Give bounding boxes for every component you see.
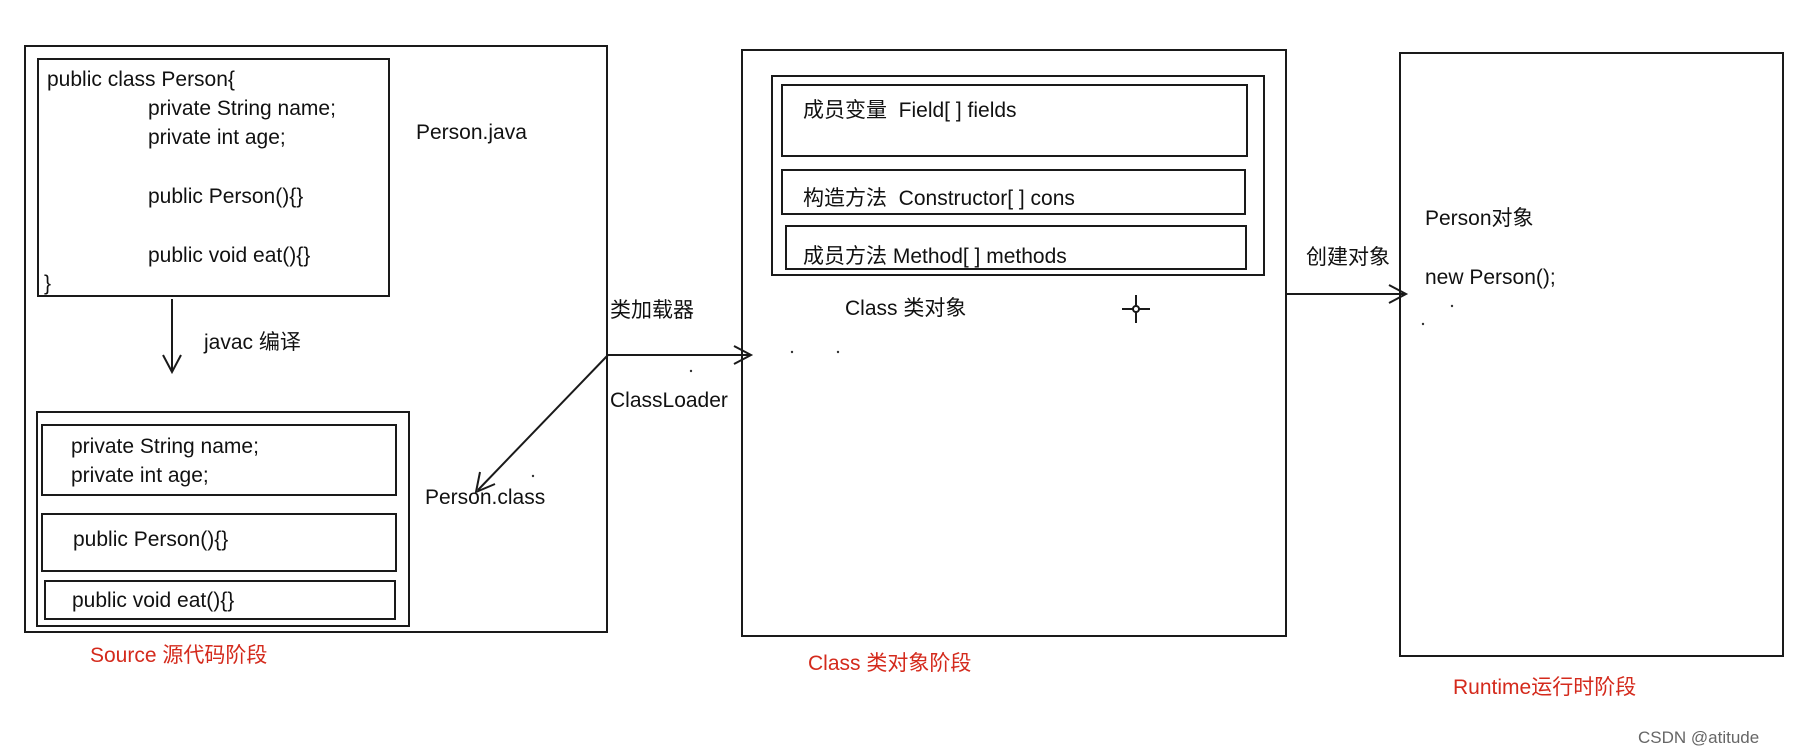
class-stage-caption: Class 类对象阶段 bbox=[808, 652, 972, 675]
person-class-label: Person.class bbox=[425, 486, 546, 509]
class-file-method-box bbox=[44, 580, 396, 620]
javac-compile-label: javac 编译 bbox=[204, 331, 301, 354]
class-file-method: public void eat(){} bbox=[72, 589, 235, 612]
fields-box bbox=[781, 84, 1248, 157]
person-class-arrow bbox=[477, 354, 609, 491]
class-loader-en-label: ClassLoader bbox=[610, 389, 728, 412]
person-class-arrow-head bbox=[474, 471, 496, 494]
class-file-constructor: public Person(){} bbox=[73, 528, 229, 551]
code-line-method: public void eat(){} bbox=[148, 244, 311, 267]
class-loader-cn-label: 类加载器 bbox=[610, 299, 694, 322]
person-java-label: Person.java bbox=[416, 121, 527, 144]
fields-label: 成员变量 Field[ ] fields bbox=[803, 99, 1017, 122]
runtime-stage-box bbox=[1399, 52, 1784, 657]
class-loader-arrow-head bbox=[733, 345, 754, 365]
create-object-arrow-head bbox=[1388, 284, 1409, 304]
speck-dot bbox=[689, 369, 693, 373]
code-line-constructor: public Person(){} bbox=[148, 185, 304, 208]
constructors-label: 构造方法 Constructor[ ] cons bbox=[803, 187, 1075, 210]
new-person-expression: new Person(); bbox=[1425, 266, 1556, 289]
class-file-constructor-box bbox=[41, 513, 397, 572]
class-object-label: Class 类对象 bbox=[845, 297, 967, 320]
person-object-title: Person对象 bbox=[1425, 207, 1534, 230]
speck-dot bbox=[1421, 322, 1425, 326]
code-line-close-brace: } bbox=[44, 272, 52, 295]
crosshair-cursor-center bbox=[1132, 305, 1140, 313]
methods-label: 成员方法 Method[ ] methods bbox=[803, 245, 1067, 268]
person-java-code-box bbox=[37, 58, 390, 297]
methods-box bbox=[785, 225, 1247, 270]
speck-dot bbox=[790, 350, 794, 354]
source-stage-caption: Source 源代码阶段 bbox=[90, 644, 268, 667]
speck-dot bbox=[1450, 304, 1454, 308]
constructors-box bbox=[781, 169, 1246, 215]
csdn-watermark: CSDN @atitude bbox=[1638, 728, 1760, 747]
compile-arrow-head bbox=[162, 354, 182, 375]
code-line-class-decl: public class Person{ bbox=[47, 68, 235, 91]
class-file-fields-box bbox=[41, 424, 397, 496]
code-line-name-field: private String name; bbox=[148, 97, 336, 120]
code-line-age-field: private int age; bbox=[148, 126, 286, 149]
create-object-label: 创建对象 bbox=[1306, 246, 1390, 269]
runtime-stage-caption: Runtime运行时阶段 bbox=[1453, 676, 1637, 699]
class-file-age-field: private int age; bbox=[71, 464, 209, 487]
speck-dot bbox=[531, 474, 535, 478]
speck-dot bbox=[836, 350, 840, 354]
class-file-name-field: private String name; bbox=[71, 435, 259, 458]
